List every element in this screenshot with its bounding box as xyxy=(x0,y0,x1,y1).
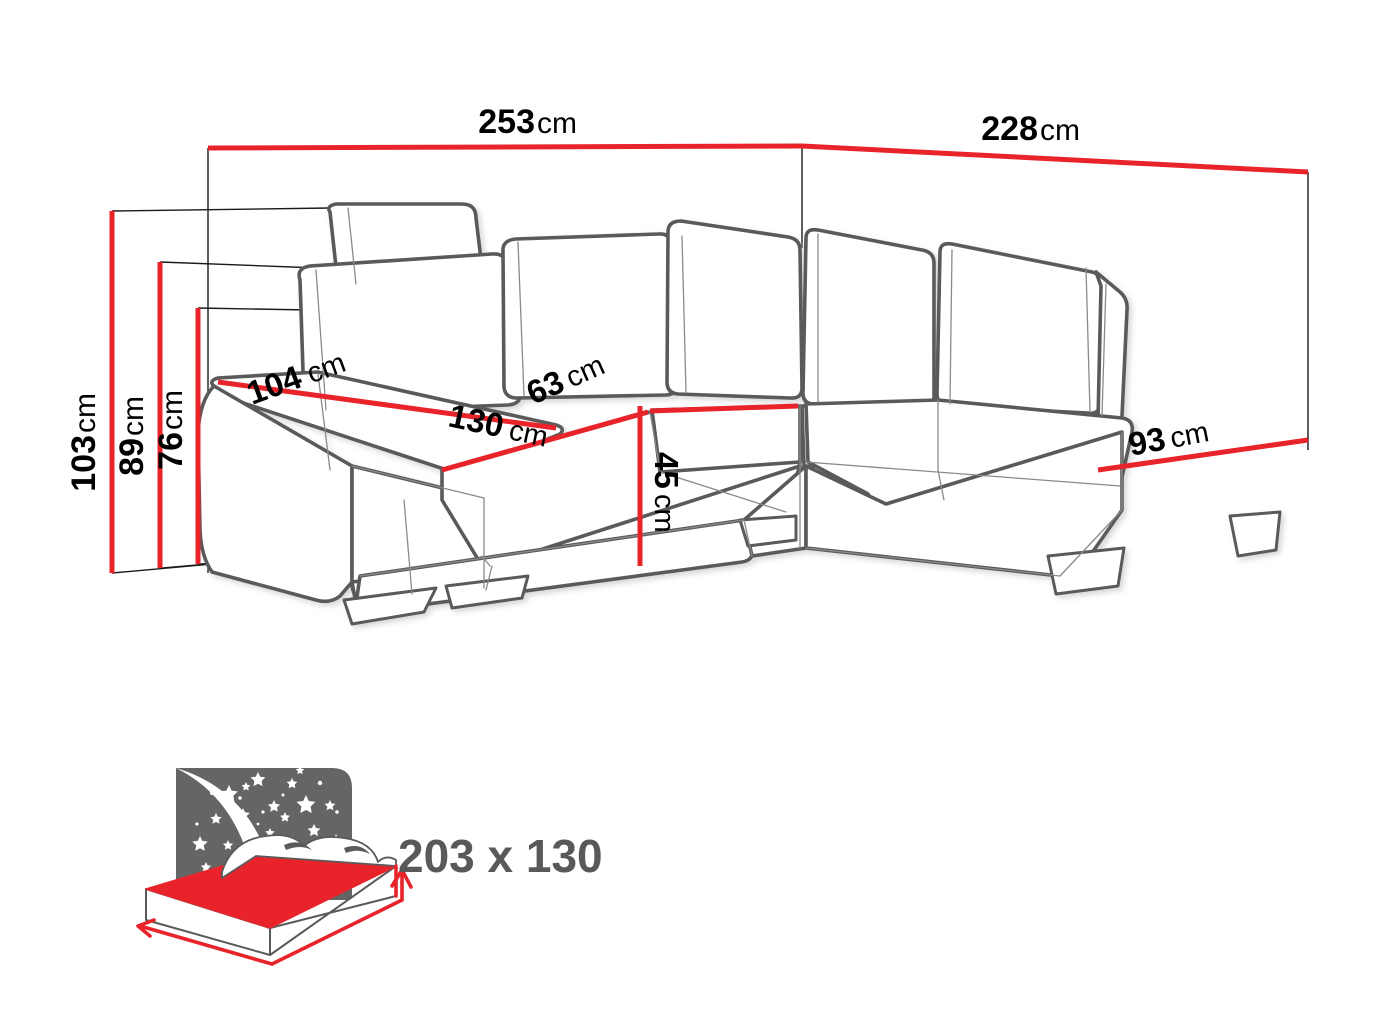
detail-arm-seam-1 xyxy=(317,373,331,471)
dimension-value-76: 76 xyxy=(152,432,190,470)
detail-plinth-line-right xyxy=(1059,509,1123,577)
dimension-unit-89: cm xyxy=(117,396,150,436)
dimension-value-253: 253 xyxy=(478,103,535,141)
detail-chaise-seam-2 xyxy=(937,469,945,501)
dimension-unit-130: cm xyxy=(506,414,550,453)
sofa-arm-outer-body xyxy=(196,384,354,604)
dimension-label-89: 89 cm xyxy=(113,396,151,476)
dimension-label-93: 93 cm xyxy=(1125,416,1211,463)
measure-line-63 xyxy=(649,403,799,414)
measure-line-93 xyxy=(1097,437,1309,473)
detail-back-seam-1 xyxy=(315,269,327,411)
bed-arrow-length-head xyxy=(136,918,156,938)
sofa-back-cushion-3 xyxy=(665,219,804,400)
dimension-unit-93: cm xyxy=(1167,416,1211,455)
bed-arrow-bottom-right xyxy=(270,898,404,966)
dimension-unit-228: cm xyxy=(1040,114,1080,147)
dimension-label-228: 228 cm xyxy=(981,110,1080,148)
sofa-leg-chaise-front xyxy=(1046,546,1126,596)
dimension-unit-103: cm xyxy=(69,393,102,433)
dimension-value-228: 228 xyxy=(981,110,1038,148)
detail-back-seam-7 xyxy=(1101,283,1107,417)
measure-line-130 xyxy=(441,409,649,473)
detail-back-seam-6 xyxy=(1085,267,1091,413)
detail-arm-lower xyxy=(485,565,493,591)
dimension-label-76: 76 cm xyxy=(152,390,190,470)
sofa-back-right-panel xyxy=(1094,270,1129,427)
detail-arm-panel xyxy=(403,499,413,595)
dimension-unit-45: cm xyxy=(648,494,680,533)
dimension-unit-253: cm xyxy=(537,107,577,140)
dimension-value-93: 93 xyxy=(1125,420,1168,463)
sofa-leg-front-left xyxy=(342,586,438,626)
dimension-value-45: 45 xyxy=(648,452,685,489)
guide-leader-89 xyxy=(159,261,319,269)
dimension-label-45: 45 cm xyxy=(648,452,685,533)
detail-plinth-line-left xyxy=(359,519,745,577)
detail-corner-seam xyxy=(743,519,753,557)
detail-back-seam-3 xyxy=(681,235,687,393)
measure-line-228 xyxy=(801,143,1309,175)
detail-seat-seam-1 xyxy=(649,411,661,471)
detail-back-seam-2 xyxy=(517,241,525,397)
guide-leader-103 xyxy=(111,207,331,212)
dimension-value-103: 103 xyxy=(65,435,103,492)
sofa-back-cushion-corner xyxy=(801,227,936,410)
pillow-duvet xyxy=(221,834,397,879)
detail-chaise-front-edge xyxy=(805,461,1121,487)
bed-sleeping-area-icon: 203 x 130 xyxy=(136,766,603,966)
sofa-leg-chaise-right xyxy=(1228,510,1282,558)
detail-plinth-line-chaise xyxy=(805,547,1061,577)
sofa-back-cushion-right xyxy=(935,241,1106,416)
bed-arrow-length-line xyxy=(138,924,274,966)
measure-line-104 xyxy=(217,379,557,431)
sleeping-area-label: 203 x 130 xyxy=(398,830,603,882)
pillow-fold-lines xyxy=(284,842,370,854)
measure-lines xyxy=(109,143,1309,573)
bed-dimension-arrows xyxy=(136,864,413,966)
detail-arm-edge xyxy=(351,465,485,499)
guide-leader-76 xyxy=(197,307,311,311)
detail-seat-front-edge xyxy=(659,471,787,513)
dimension-value-89: 89 xyxy=(113,438,151,476)
sofa-illustration xyxy=(196,202,1282,626)
sofa-leg-corner xyxy=(738,514,798,548)
dimension-label-103: 103 cm xyxy=(65,393,103,492)
sofa-leg-front-left-2 xyxy=(444,574,530,610)
detail-headrest-seam xyxy=(347,207,357,285)
measure-line-253 xyxy=(207,143,803,151)
dimension-unit-76: cm xyxy=(156,390,189,430)
dimension-label-253: 253 cm xyxy=(478,103,577,141)
detail-back-seam-5 xyxy=(949,249,953,405)
